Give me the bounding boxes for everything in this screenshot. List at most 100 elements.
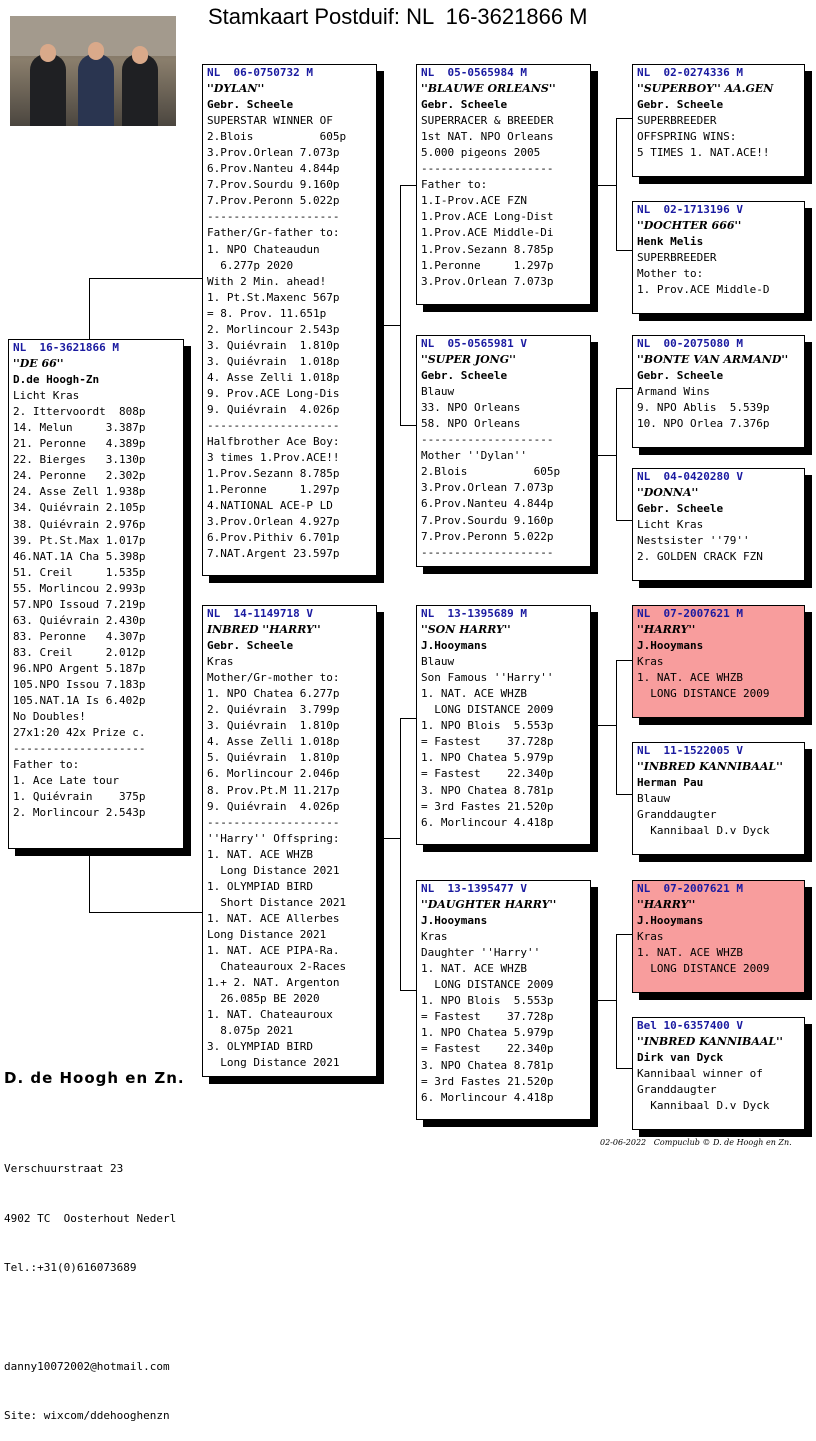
owner-photo bbox=[10, 16, 176, 126]
connector bbox=[616, 118, 617, 250]
pigeon-name: ''BLAUWE ORLEANS'' bbox=[421, 82, 556, 96]
ring-number: NL 14-1149718 V bbox=[207, 607, 313, 620]
pedigree-line: 7.Prov.Peronn 5.022p bbox=[207, 194, 340, 208]
ring-number: NL 05-0565984 M bbox=[421, 66, 527, 79]
breeder-name: Gebr. Scheele bbox=[637, 369, 724, 383]
page-title: Stamkaart Postduif: NL 16-3621866 M bbox=[208, 4, 588, 29]
pedigree-line: LONG DISTANCE 2009 bbox=[637, 687, 770, 701]
connector bbox=[616, 660, 617, 794]
pedigree-line: 3.Prov.Orlean 7.073p bbox=[421, 481, 554, 495]
pedigree-line: 105.NPO Issou 7.183p bbox=[13, 677, 146, 691]
pedigree-line: Father to: bbox=[13, 758, 80, 772]
pedigree-line: 1. Prov.ACE Middle-D bbox=[637, 283, 770, 297]
pedigree-line: 4. Asse Zelli 1.018p bbox=[207, 735, 340, 749]
pedigree-line: 1st NAT. NPO Orleans bbox=[421, 130, 554, 144]
pedigree-line: SUPERBREEDER bbox=[637, 251, 717, 265]
pigeon-name: ''SUPERBOY'' AA.GEN bbox=[637, 82, 774, 96]
pedigree-line: 2. GOLDEN CRACK FZN bbox=[637, 550, 763, 564]
footer-credit: 02-06-2022 Compuclub © D. de Hoogh en Zn… bbox=[600, 1138, 792, 1147]
breeder-name: Gebr. Scheele bbox=[421, 98, 508, 112]
pedigree-line: 6.Prov.Nanteu 4.844p bbox=[421, 497, 554, 511]
connector bbox=[616, 934, 617, 1068]
pedigree-line: 9. Prov.ACE Long-Dis bbox=[207, 386, 340, 400]
pedigree-line: 1. NPO Chateaudun bbox=[207, 242, 320, 256]
pedigree-card-mother-mother[interactable]: NL 13-1395477 V''DAUGHTER HARRY''J.Hooym… bbox=[416, 880, 591, 1120]
pedigree-line: Blauw bbox=[421, 655, 455, 669]
breeder-name: Henk Melis bbox=[637, 235, 704, 249]
pedigree-line: 26.085p BE 2020 bbox=[207, 992, 320, 1006]
pedigree-card-mmm[interactable]: Bel 10-6357400 V''INBRED KANNIBAAL''Dirk… bbox=[632, 1017, 805, 1130]
owner-info: D. de Hoogh en Zn. Verschuurstraat 23 49… bbox=[4, 1034, 185, 1441]
breeder-name: J.Hooymans bbox=[637, 914, 704, 928]
pedigree-line: 2. Ittervoordt 808p bbox=[13, 405, 146, 419]
pedigree-line: Nestsister ''79'' bbox=[637, 534, 750, 548]
pedigree-line: 9. Quiévrain 4.026p bbox=[207, 402, 340, 416]
pedigree-line: Kras bbox=[637, 930, 664, 944]
pedigree-line: -------------------- bbox=[207, 815, 340, 829]
pigeon-name: ''INBRED KANNIBAAL'' bbox=[637, 760, 783, 774]
pedigree-line: 1.I-Prov.ACE FZN bbox=[421, 194, 527, 208]
pedigree-line: 4.NATIONAL ACE-P LD bbox=[207, 499, 333, 513]
connector bbox=[89, 278, 90, 340]
owner-site[interactable]: Site: wixcom/ddehooghenzn bbox=[4, 1409, 170, 1422]
pedigree-line: 63. Quiévrain 2.430p bbox=[13, 613, 146, 627]
pedigree-line: 1.Prov.Sezann 8.785p bbox=[207, 467, 340, 481]
pedigree-line: Armand Wins bbox=[637, 385, 710, 399]
owner-email[interactable]: danny10072002@hotmail.com bbox=[4, 1359, 170, 1373]
ring-number: NL 02-0274336 M bbox=[637, 66, 743, 79]
pedigree-line: 1. NPO Chatea 5.979p bbox=[421, 751, 554, 765]
pedigree-line: OFFSPRING WINS: bbox=[637, 130, 737, 144]
pedigree-line: 1.Peronne 1.297p bbox=[207, 483, 340, 497]
connector bbox=[596, 1000, 616, 1001]
pedigree-line: = Fastest 22.340p bbox=[421, 767, 554, 781]
pedigree-line: Kras bbox=[421, 930, 448, 944]
pigeon-name: ''INBRED KANNIBAAL'' bbox=[637, 1035, 783, 1049]
pedigree-card-father-father[interactable]: NL 05-0565984 M ''BLAUWE ORLEANS'' Gebr. S… bbox=[416, 64, 591, 305]
pedigree-line: LONG DISTANCE 2009 bbox=[421, 978, 554, 992]
connector bbox=[89, 912, 204, 913]
pedigree-line: 6.Prov.Pithiv 6.701p bbox=[207, 531, 340, 545]
ring-number: NL 04-0420280 V bbox=[637, 470, 743, 483]
pedigree-line: 7.Prov.Sourdu 9.160p bbox=[421, 513, 554, 527]
pedigree-line: 10. NPO Orlea 7.376p bbox=[637, 417, 770, 431]
pedigree-line: 1. NAT. ACE WHZB bbox=[421, 962, 527, 976]
breeder-name: Gebr. Scheele bbox=[637, 502, 724, 516]
pigeon-name: ''SON HARRY'' bbox=[421, 623, 511, 637]
pedigree-line: No Doubles! bbox=[13, 710, 86, 724]
pedigree-card-father-mother[interactable]: NL 05-0565981 V''SUPER JONG''Gebr. Schee… bbox=[416, 335, 591, 567]
pedigree-line: 1. NAT. Chateauroux bbox=[207, 1008, 333, 1022]
connector bbox=[596, 185, 616, 186]
pedigree-card-mfm[interactable]: NL 11-1522005 V''INBRED KANNIBAAL''Herma… bbox=[632, 742, 805, 855]
pedigree-line: 3. Quiévrain 1.018p bbox=[207, 354, 340, 368]
pedigree-line: 1. NPO Chatea 5.979p bbox=[421, 1026, 554, 1040]
pedigree-line: 7.NAT.Argent 23.597p bbox=[207, 547, 340, 561]
pedigree-line: 1. NAT. ACE WHZB bbox=[207, 847, 313, 861]
pedigree-line: 39. Pt.St.Max 1.017p bbox=[13, 533, 146, 547]
connector bbox=[616, 794, 632, 795]
breeder-name: J.Hooymans bbox=[421, 639, 488, 653]
connector bbox=[616, 1068, 632, 1069]
pedigree-line: Long Distance 2021 bbox=[207, 863, 340, 877]
ring-number: NL 00-2075080 M bbox=[637, 337, 743, 350]
pedigree-line: -------------------- bbox=[421, 433, 554, 447]
pedigree-line: Mother/Gr-mother to: bbox=[207, 671, 340, 685]
pedigree-line: 21. Peronne 4.389p bbox=[13, 437, 146, 451]
pedigree-card-fmf[interactable]: NL 00-2075080 M''BONTE VAN ARMAND''Gebr.… bbox=[632, 335, 805, 448]
connector bbox=[400, 185, 401, 425]
pedigree-line: Daughter ''Harry'' bbox=[421, 946, 541, 960]
owner-address-street: Verschuurstraat 23 bbox=[4, 1162, 124, 1175]
pedigree-line: 83. Peronne 4.307p bbox=[13, 629, 146, 643]
connector bbox=[400, 718, 416, 719]
breeder-name: Gebr. Scheele bbox=[207, 639, 294, 653]
pedigree-line: 1. NAT. ACE WHZB bbox=[637, 671, 743, 685]
pedigree-card-ffm[interactable]: NL 02-1713196 V''DOCHTER 666''Henk Melis… bbox=[632, 201, 805, 314]
pedigree-line: Kras bbox=[207, 655, 234, 669]
